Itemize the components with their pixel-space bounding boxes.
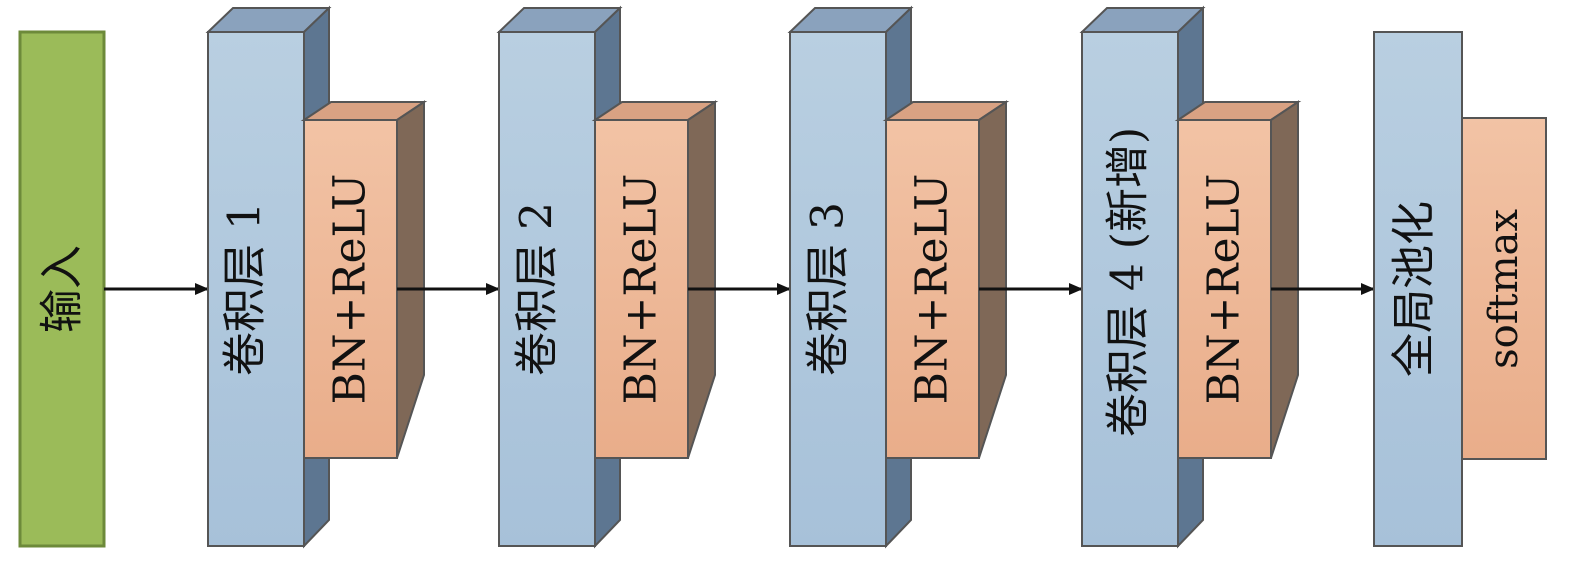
- stage-1: 卷积层 1 BN+ReLU: [205, 5, 428, 549]
- global-pooling-face: [1373, 31, 1463, 547]
- softmax-label: softmax: [1481, 209, 1527, 369]
- bn1-face: [303, 119, 398, 459]
- bn1-side: [396, 100, 425, 459]
- input-block-face: [18, 30, 106, 548]
- bn2-side: [687, 100, 716, 459]
- output-stage: 全局池化 softmax: [1373, 31, 1547, 547]
- bn3-side: [978, 100, 1007, 459]
- global-pooling-label: 全局池化: [1389, 201, 1440, 377]
- input-block: 输入: [18, 30, 106, 548]
- conv4-face: [1081, 31, 1179, 547]
- conv2-label: 卷积层 2: [512, 202, 563, 376]
- stage-2: 卷积层 2 BN+ReLU: [496, 5, 719, 549]
- softmax-face: [1461, 117, 1547, 460]
- stage-3: 卷积层 3 BN+ReLU: [787, 5, 1010, 549]
- conv2-face: [498, 31, 596, 547]
- conv1-label: 卷积层 1: [220, 202, 271, 376]
- bn4-face: [1177, 119, 1272, 459]
- bn3-face: [885, 119, 980, 459]
- bn1-label: BN+ReLU: [325, 174, 376, 405]
- bn2-label: BN+ReLU: [616, 174, 667, 405]
- conv1-face: [207, 31, 305, 547]
- conv4-label: 卷积层 4 (新增): [1103, 127, 1154, 437]
- bn4-side: [1270, 100, 1299, 459]
- input-label: 输入: [37, 245, 88, 333]
- bn4-label: BN+ReLU: [1199, 174, 1250, 405]
- bn3-label: BN+ReLU: [907, 174, 958, 405]
- conv3-label: 卷积层 3: [803, 202, 854, 376]
- stage-4: 卷积层 4 (新增) BN+ReLU: [1079, 5, 1302, 549]
